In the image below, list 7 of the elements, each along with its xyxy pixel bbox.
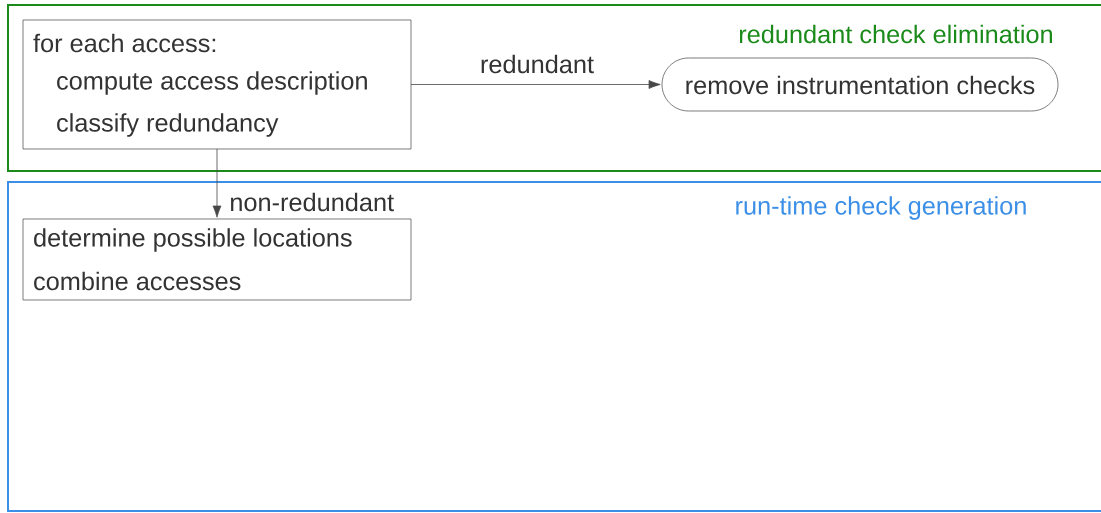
arrow <box>212 148 222 218</box>
process-box: determine possible locations combine accesses <box>22 218 412 301</box>
process-box: for each access: compute access description classify redundancy <box>22 19 412 150</box>
arrow <box>410 80 661 89</box>
terminal-box: remove instrumentation checks <box>661 57 1059 112</box>
edge-label: non-redundant <box>231 192 394 212</box>
edge-label: redundant <box>481 54 594 74</box>
